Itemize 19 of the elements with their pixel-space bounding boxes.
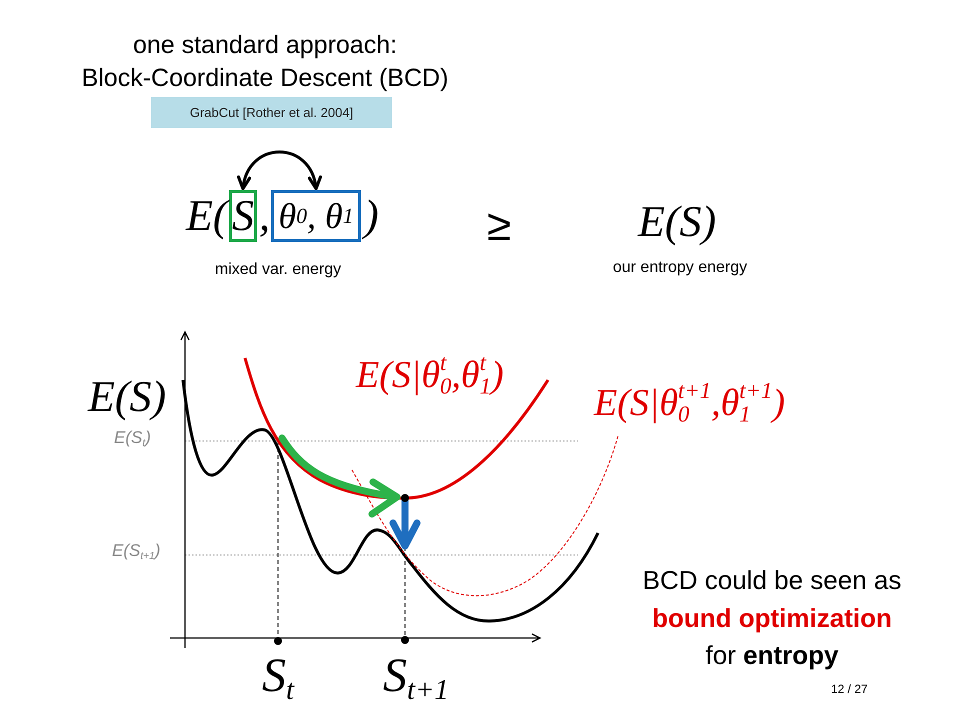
formula-text: , [259,194,270,238]
formula-text: E(S) [638,200,716,244]
tick-label: E(S$_{t+1}$) [112,542,160,559]
tick-label: E(S$_{t}$) [114,429,151,446]
note-text: BCD could be seen as bound optimization for entropy [642,564,902,672]
curve-label: E(S|θ$_{0}$$^{t+1}$,θ$_{1}$$^{t+1}$) [594,384,786,422]
page-number: 12 / 27 [831,683,868,695]
slide-title: one standard approach: Block-Coordinate Descent (BCD) [80,30,450,94]
caption-text: mixed var. energy [214,262,342,278]
formula-text: ) [364,194,379,238]
relation-symbol: ≥ [487,204,512,248]
tick-label: S$_{t+1}$ [383,652,449,700]
formula-text: E( [186,194,228,238]
highlight-frame: S [229,190,257,242]
axis-label: E(S) [88,375,166,419]
reference-tag: GrabCut [Rother et al. 2004] [151,97,392,128]
curved-arrow [238,150,321,190]
caption-text: our entropy energy [612,260,748,276]
tick-label: S$_{t}$ [262,652,294,700]
